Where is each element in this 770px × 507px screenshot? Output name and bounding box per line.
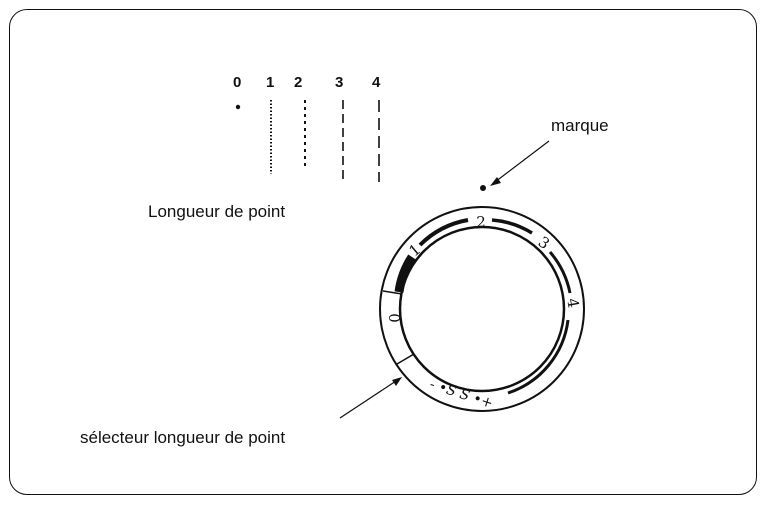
dial-stretch-symbols: - •S S •+: [428, 376, 495, 411]
stitch-sample-0: [235, 104, 241, 110]
dial-number-4: 4: [563, 297, 582, 310]
dial-arc-1-2: [418, 218, 469, 247]
dial-arc-2-3: [491, 218, 533, 235]
selector-arrow-head: [392, 377, 402, 386]
diagram-frame: [9, 9, 757, 495]
dial-arc-stretch: [507, 319, 570, 395]
stitch-length-4: 4: [372, 74, 381, 91]
dial-number-0: 0: [386, 313, 404, 323]
stitch-length-0: 0: [233, 74, 242, 91]
dial-wide-segment: [394, 254, 416, 293]
stitch-length-dial: 0 1 2 3 4 - •S S •+: [379, 206, 585, 412]
stitch-length-1: 1: [266, 74, 275, 91]
dial-arc-3-4: [548, 251, 572, 294]
mark-dot: [480, 185, 486, 191]
dial-divider: [396, 353, 415, 365]
dial-number-2: 2: [476, 213, 486, 231]
mark-arrow-head: [490, 177, 501, 186]
dial-inner-ring: [398, 225, 566, 393]
selector-arrow-line: [339, 380, 397, 419]
mark-arrow-line: [494, 140, 550, 183]
stitch-length-3: 3: [335, 74, 344, 91]
mark-label: marque: [551, 116, 609, 135]
stitch-length-label: Longueur de point: [148, 202, 286, 221]
stitch-length-2: 2: [294, 74, 303, 91]
dial-outer-ring: [379, 206, 585, 412]
dial-divider: [382, 290, 403, 295]
selector-label: sélecteur longueur de point: [80, 428, 286, 447]
